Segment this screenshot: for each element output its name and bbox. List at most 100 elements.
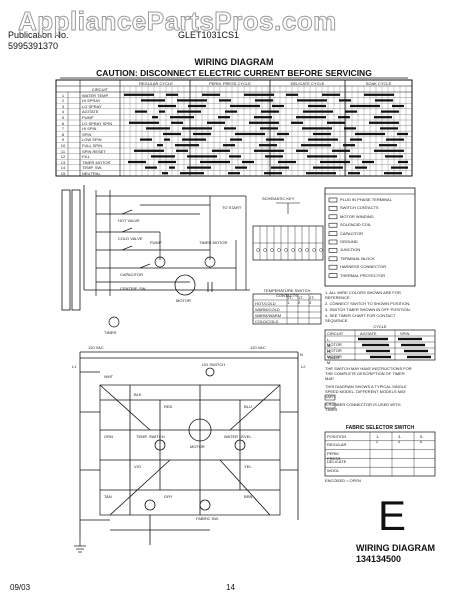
label-vio: VIO (134, 464, 141, 469)
label-water-level: WATER LEVEL (224, 434, 252, 439)
publication-header: Publication No. 5995391370 (8, 30, 69, 52)
timer-chart-row-number: 6 (61, 120, 65, 126)
contact-bar (350, 138, 362, 141)
cycle-row-label: TIMER M. (327, 354, 340, 365)
label-brn: BRN (244, 494, 253, 499)
label-motor: MOTOR (176, 298, 191, 303)
timer-chart-row-number: 15 (60, 170, 66, 176)
fabric-header-cell: 3-4 (398, 434, 402, 444)
temp-header-cell: 1T-2 (298, 295, 304, 305)
timer-chart-row-number: 14 (60, 165, 66, 171)
temp-row-label: COLD/COLD (255, 318, 279, 324)
label-tan: TAN (104, 494, 112, 499)
contact-bar (348, 172, 360, 175)
contact-bar (158, 160, 176, 164)
legend-item: JUNCTION (340, 247, 361, 253)
contact-bar (296, 116, 326, 119)
timer-chart-row-number: 3 (61, 103, 65, 109)
contact-bar (362, 160, 374, 164)
contact-bar (374, 116, 392, 119)
caution-banner: CAUTION: DISCONNECT ELECTRIC CURRENT BEF… (96, 68, 372, 78)
contact-bar (350, 104, 380, 108)
contact-bar (320, 160, 350, 164)
pump-motor-icon (144, 499, 156, 511)
contact-bar (182, 127, 212, 130)
contact-bar (398, 160, 408, 164)
contact-bar (260, 127, 278, 130)
contact-bar (135, 110, 147, 113)
legend-item: TERMINAL BLOCK (340, 255, 375, 261)
contact-bar (355, 132, 385, 136)
contact-bar (374, 149, 404, 152)
contact-bar (344, 127, 356, 130)
timer-chart-row-label: HI SPIN (82, 126, 97, 132)
timer-chart-row-label: HI SPRAY (82, 98, 101, 104)
cycle-bar (401, 343, 425, 347)
timer-chart-row-number: 13 (60, 159, 66, 165)
contact-bar (182, 138, 206, 141)
timer-chart (55, 79, 413, 177)
contact-bar (129, 121, 159, 124)
contact-bar (375, 99, 393, 102)
fabric-table-title: FABRIC SELECTOR SWITCH (345, 425, 415, 431)
timer-chart-row-number: 8 (61, 131, 65, 137)
contact-bar (254, 149, 284, 152)
contact-bar (271, 166, 289, 169)
cycle-header-cell: CIRCUIT (327, 331, 344, 336)
lower-note-item: THIS DIAGRAM SHOWS A TYPICAL SINGLE SPEE… (325, 384, 407, 399)
publication-label: Publication No. (8, 30, 69, 40)
schematic-key-title: SCHEMATIC KEY (262, 196, 295, 201)
contact-bar (313, 166, 343, 169)
contact-bar (278, 160, 296, 164)
legend-item: THERMAL PROTECTOR (340, 272, 386, 278)
timer-chart-row-label: PUMP (82, 114, 94, 120)
cycle-bar (362, 343, 389, 347)
legend-item: CAPACITOR (340, 230, 363, 236)
contact-bar (229, 155, 241, 158)
timer-chart-row-label: SPIN RESET (82, 148, 106, 154)
timer-chart-circuit-header: CIRCUIT (91, 87, 109, 92)
note-boxes (324, 394, 336, 409)
cycle-bar (398, 337, 422, 341)
contact-bar (200, 160, 230, 164)
contact-bar (254, 116, 272, 119)
contact-bar (272, 104, 284, 108)
group-header-delicate: DELICATE CYCLE (290, 81, 325, 86)
contact-bar (207, 121, 225, 124)
timer-contact-strip (61, 185, 250, 311)
lower-schematic (79, 351, 299, 545)
timer-chart-row-number: 9 (61, 137, 65, 143)
contact-bar (242, 160, 254, 164)
cycle-row-label: M-MOTOR (327, 342, 342, 353)
contact-bar (313, 132, 331, 136)
cycle-chart (324, 329, 436, 361)
contact-bar (230, 138, 242, 141)
timer-motor-icon (204, 256, 216, 268)
contact-bar (332, 149, 350, 152)
group-header-soak: SOAK CYCLE (365, 81, 392, 86)
cycle-bar (407, 355, 431, 359)
fabric-header-cell: POSITION (327, 434, 347, 439)
label-yel: YEL (244, 464, 252, 469)
contact-bar (364, 93, 394, 96)
contact-bar (128, 160, 146, 164)
label-centrif-switch: CENTRIF. SW. (120, 286, 147, 291)
capacitor-icon (207, 282, 213, 292)
contact-bar (219, 99, 231, 102)
cycle-header-cell: AGITATE (360, 331, 377, 336)
contact-bar (187, 155, 217, 158)
label-wht: WHT (104, 374, 114, 379)
temp-table-title: TEMPERATURE SWITCH CONTACTS (263, 288, 311, 298)
fabric-table-footer: ENCODED = OPEN (325, 478, 361, 483)
contact-bar (230, 104, 260, 108)
pressure-switch-icon (234, 439, 246, 451)
label-gry: GRY (164, 494, 173, 499)
legend-item: SWITCH CONTACTS (340, 205, 379, 211)
contact-bar (345, 110, 357, 113)
temp-row-label: HOT/COLD (255, 300, 276, 306)
fabric-row-label: DELICATE (327, 459, 347, 465)
contact-bar (259, 144, 277, 147)
notes-list: 1. ALL WIRE COLORS SHOWN ARE FOR REFEREN… (325, 290, 415, 324)
contact-bar (152, 116, 158, 119)
